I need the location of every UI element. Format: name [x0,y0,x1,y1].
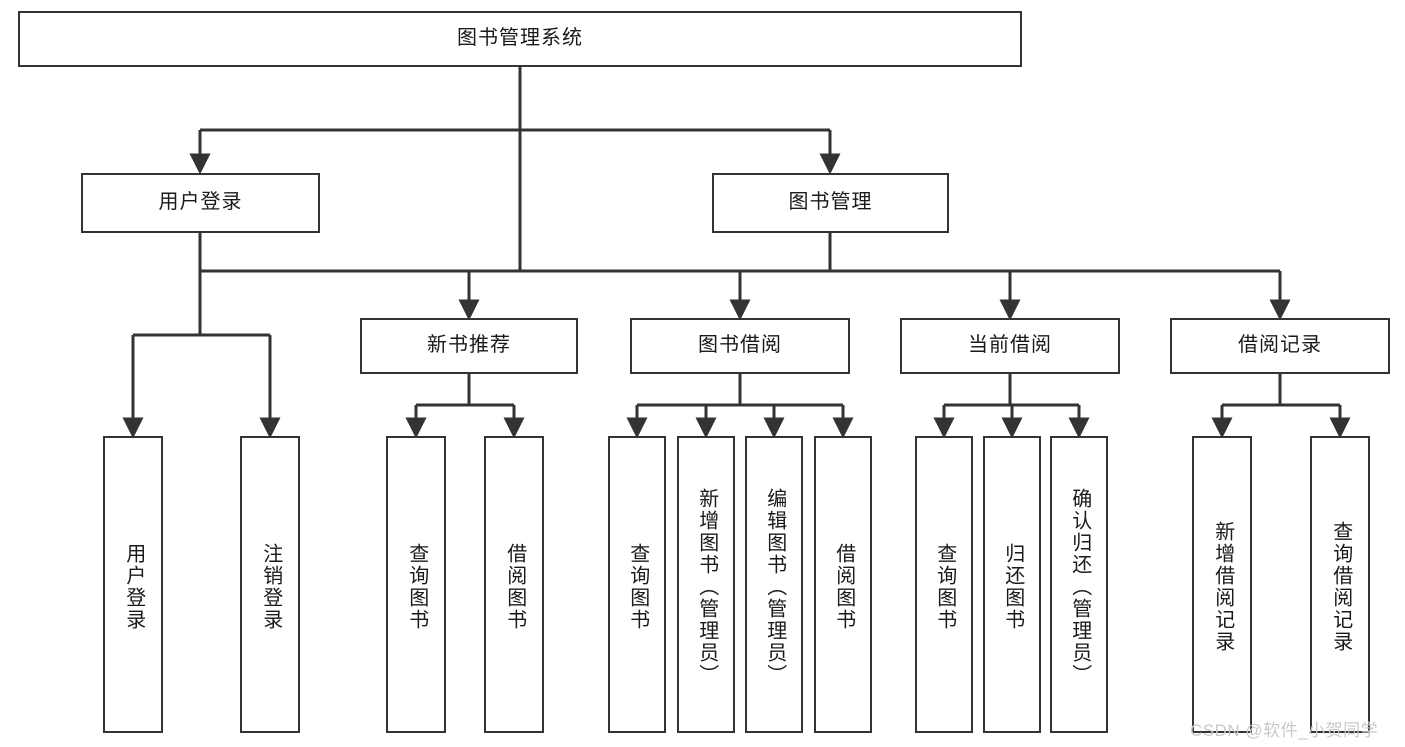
node-user-login-label: 用户登录 [158,191,243,214]
node-leaf-return-book[interactable]: 归还图书 [983,436,1041,733]
node-book-management-label: 图书管理 [788,191,873,214]
node-leaf-user-login[interactable]: 用户登录 [103,436,163,733]
csdn-watermark: CSDN @软件_小贺同学 [1190,721,1379,740]
node-leaf-query-book-current-label: 查询图书 [933,542,956,631]
node-leaf-edit-book-admin[interactable]: 编辑图书（管理员） [745,436,803,733]
node-leaf-logout-label: 注销登录 [259,542,282,631]
node-user-login[interactable]: 用户登录 [81,173,320,233]
node-leaf-add-borrow-record[interactable]: 新增借阅记录 [1192,436,1252,733]
node-leaf-confirm-return-admin[interactable]: 确认归还（管理员） [1050,436,1108,733]
node-leaf-borrow-book-new[interactable]: 借阅图书 [484,436,544,733]
node-leaf-query-book-current[interactable]: 查询图书 [915,436,973,733]
node-leaf-query-book-borrow[interactable]: 查询图书 [608,436,666,733]
node-current-borrow-label: 当前借阅 [968,334,1052,357]
node-leaf-edit-book-admin-label: 编辑图书（管理员） [763,487,786,686]
node-leaf-confirm-return-admin-label: 确认归还（管理员） [1068,487,1091,686]
node-leaf-borrow-book-label: 借阅图书 [832,542,855,631]
node-leaf-return-book-label: 归还图书 [1001,542,1024,631]
node-leaf-add-book-admin-label: 新增图书（管理员） [695,487,718,686]
node-new-book-recommend[interactable]: 新书推荐 [360,318,578,374]
node-leaf-user-login-label: 用户登录 [122,542,145,631]
node-leaf-query-book-borrow-label: 查询图书 [626,542,649,631]
node-leaf-query-book-new[interactable]: 查询图书 [386,436,446,733]
node-book-borrow[interactable]: 图书借阅 [630,318,850,374]
node-leaf-add-borrow-record-label: 新增借阅记录 [1211,520,1234,653]
node-root[interactable]: 图书管理系统 [18,11,1022,67]
node-leaf-borrow-book[interactable]: 借阅图书 [814,436,872,733]
node-leaf-logout[interactable]: 注销登录 [240,436,300,733]
node-leaf-add-book-admin[interactable]: 新增图书（管理员） [677,436,735,733]
node-leaf-query-borrow-record[interactable]: 查询借阅记录 [1310,436,1370,733]
node-leaf-borrow-book-new-label: 借阅图书 [503,542,526,631]
node-borrow-record-label: 借阅记录 [1238,334,1322,357]
node-current-borrow[interactable]: 当前借阅 [900,318,1120,374]
node-leaf-query-borrow-record-label: 查询借阅记录 [1329,520,1352,653]
node-leaf-query-book-new-label: 查询图书 [405,542,428,631]
node-book-borrow-label: 图书借阅 [698,334,782,357]
node-new-book-recommend-label: 新书推荐 [427,334,511,357]
node-borrow-record[interactable]: 借阅记录 [1170,318,1390,374]
node-root-label: 图书管理系统 [457,27,583,50]
node-book-management[interactable]: 图书管理 [712,173,949,233]
